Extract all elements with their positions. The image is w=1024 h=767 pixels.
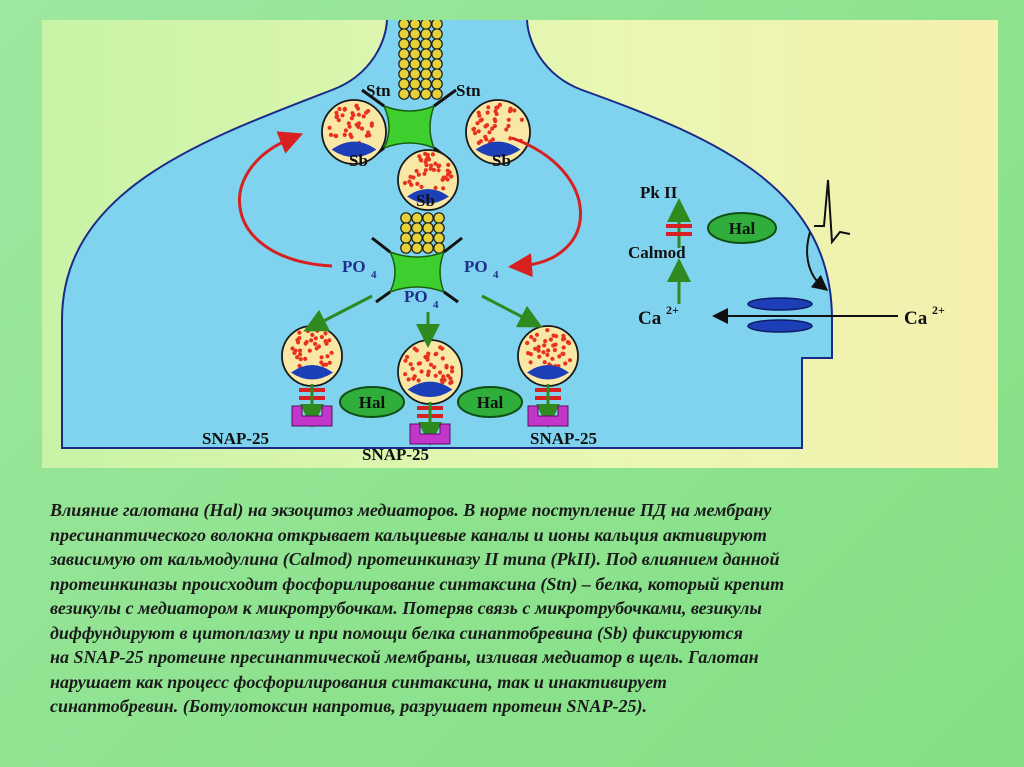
svg-text:Hal: Hal <box>729 219 756 238</box>
snap-left-label: SNAP-25 <box>202 429 269 448</box>
po4-right-label: PO 4 <box>464 257 499 281</box>
calmod-label: Calmod <box>628 243 686 262</box>
vesicle <box>465 99 531 165</box>
stn-left-label: Stn <box>366 81 391 100</box>
diffusion-arrow-left <box>303 294 373 332</box>
svg-text:Ca: Ca <box>638 308 662 329</box>
svg-text:Hal: Hal <box>477 393 504 412</box>
hal-badge-bottom-left: Hal <box>339 386 405 418</box>
sb-right-label: Sb <box>492 151 511 170</box>
docking-site <box>527 384 569 428</box>
ca-inside-label: Ca 2+ <box>638 303 679 329</box>
caption-line: везикулы с медиатором к микротрубочкам. … <box>50 598 762 618</box>
caption-line: нарушает как процесс фосфорилирования си… <box>50 671 667 692</box>
svg-text:4: 4 <box>433 299 439 311</box>
stn-right-label: Stn <box>456 81 481 100</box>
po4-left-label: PO 4 <box>342 257 377 281</box>
vesicle <box>517 325 579 387</box>
po4-bottom-label: PO 4 <box>404 287 439 311</box>
figure-caption: Влияние галотана (Hal) на экзоцитоз меди… <box>50 498 980 719</box>
docking-site <box>291 384 333 428</box>
vesicle <box>397 339 463 405</box>
pk-label: Pk II <box>640 183 678 202</box>
snap25-docking-sites <box>291 384 569 446</box>
svg-text:Ca: Ca <box>904 308 928 329</box>
calcium-channel <box>747 297 813 333</box>
diffusion-arrow-right <box>481 294 543 328</box>
presynaptic-terminal <box>61 20 833 449</box>
sb-left-label: Sb <box>349 151 368 170</box>
syntaxin-arms-middle <box>371 236 463 304</box>
sb-center-label: Sb <box>416 191 435 210</box>
caption-line: синаптобревин. (Ботулотоксин напротив, р… <box>50 696 648 716</box>
ca-outside-label: Ca 2+ <box>904 303 945 329</box>
svg-text:Hal: Hal <box>359 393 386 412</box>
svg-text:2+: 2+ <box>932 303 945 317</box>
caption-line: диффундируют в цитоплазму и при помощи б… <box>50 622 743 643</box>
microtubule-middle <box>400 212 445 254</box>
svg-text:2+: 2+ <box>666 303 679 317</box>
svg-text:PO: PO <box>342 257 366 276</box>
microtubule-top <box>398 20 443 100</box>
vesicles <box>281 99 579 405</box>
caption-line: пресинаптического волокна открывает каль… <box>50 524 767 545</box>
docking-site <box>409 402 451 446</box>
caption-line: зависимую от кальмодулина (Calmod) проте… <box>50 549 780 569</box>
diagram-canvas: Stn Stn Sb Sb Sb PO 4 PO 4 PO 4 Pk II Ca… <box>61 20 945 464</box>
recycle-arrow-left <box>238 131 333 268</box>
syntaxin-complex-middle <box>388 250 446 294</box>
block-sign-top <box>666 224 692 236</box>
action-potential-arrow <box>806 231 829 292</box>
syntaxin-arms-top <box>361 88 457 162</box>
hal-badge-top: Hal <box>707 212 777 244</box>
caption-line: Влияние галотана (Hal) на экзоцитоз меди… <box>50 500 772 520</box>
snap-right-label: SNAP-25 <box>530 429 597 448</box>
vesicle <box>397 149 459 211</box>
svg-text:4: 4 <box>493 269 499 281</box>
svg-text:4: 4 <box>371 269 377 281</box>
vesicle <box>281 325 343 387</box>
action-potential-trace <box>814 179 851 245</box>
recycle-arrow-right <box>508 136 582 278</box>
caption-line: на SNAP-25 протеине пресинаптической мем… <box>50 647 759 667</box>
snap-center-label: SNAP-25 <box>362 445 429 464</box>
synapse-diagram: Stn Stn Sb Sb Sb PO 4 PO 4 PO 4 Pk II Ca… <box>42 20 998 468</box>
hal-badge-bottom-right: Hal <box>457 386 523 418</box>
svg-text:PO: PO <box>404 287 428 306</box>
vesicle <box>321 99 387 165</box>
caption-line: протеинкиназы происходит фосфорилировани… <box>50 573 785 594</box>
svg-text:PO: PO <box>464 257 488 276</box>
syntaxin-complex-top <box>382 104 436 150</box>
